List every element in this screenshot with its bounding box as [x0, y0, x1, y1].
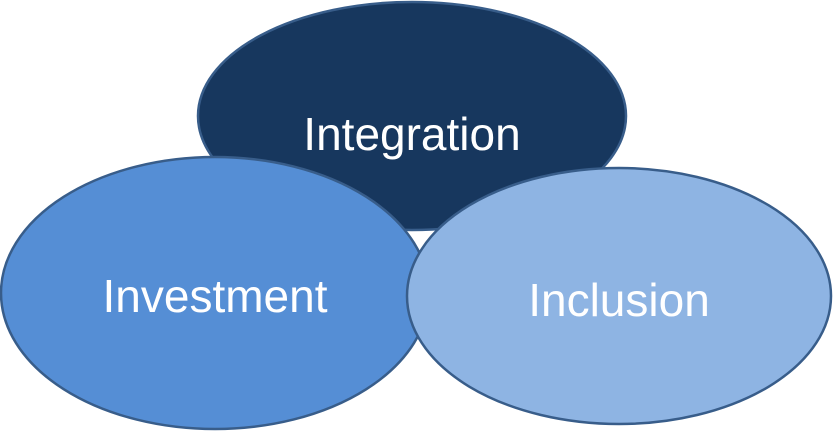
inclusion-ellipse	[405, 166, 833, 426]
inclusion-label: Inclusion	[528, 274, 710, 326]
integration-label: Integration	[303, 108, 520, 160]
inclusion-circle	[405, 166, 833, 426]
investment-label: Investment	[103, 270, 328, 322]
